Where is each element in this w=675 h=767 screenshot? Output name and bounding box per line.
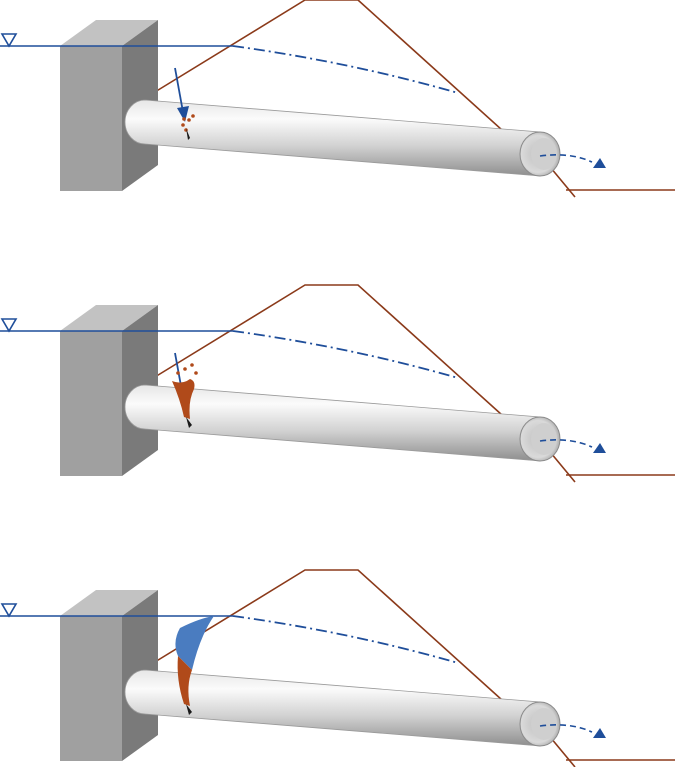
soil-particle xyxy=(190,363,194,367)
pipe-outlet-bore xyxy=(531,708,557,740)
stage-1-initial-leak xyxy=(0,0,675,198)
soil-particle xyxy=(176,371,180,375)
soil-particle xyxy=(181,123,185,127)
pipe-outlet-bore xyxy=(531,423,557,455)
pipe-outlet-bore xyxy=(531,138,557,170)
water-level-icon xyxy=(0,318,18,333)
seepage-exit-flow xyxy=(539,154,593,163)
stage-2-erosion-cavity xyxy=(0,284,675,483)
intake-wall-top xyxy=(60,305,158,331)
embankment-upstream-slope xyxy=(149,569,503,701)
water-level-icon xyxy=(0,33,18,48)
erosion-cavity xyxy=(177,656,192,706)
intake-wall-top xyxy=(60,590,158,616)
soil-particle xyxy=(194,371,198,375)
soil-particle xyxy=(187,118,191,122)
erosion-cavity xyxy=(172,379,195,419)
intake-wall-top xyxy=(60,20,158,46)
outlet-pipe xyxy=(124,384,541,462)
outlet-pipe xyxy=(124,669,541,747)
infiltration-arrowhead xyxy=(177,106,189,122)
embankment-upstream-slope xyxy=(149,284,503,416)
soil-particle xyxy=(191,114,195,118)
seepage-exit-icon xyxy=(593,158,606,168)
stage-3-breach-pipe xyxy=(0,569,675,767)
pipe-joint-crack xyxy=(186,704,192,715)
eroded-water-channel xyxy=(175,616,214,670)
infiltration-arrow xyxy=(174,67,184,113)
seepage-exit-flow xyxy=(539,724,593,733)
outlet-pipe xyxy=(124,99,541,177)
pipe-joint-crack xyxy=(186,128,190,140)
soil-particle xyxy=(183,367,187,371)
seepage-exit-icon xyxy=(593,443,606,453)
phreatic-line xyxy=(232,330,459,379)
intake-wall-front xyxy=(60,331,122,476)
pipe-joint-crack xyxy=(186,417,192,428)
intake-wall-front xyxy=(60,616,122,761)
seepage-exit-icon xyxy=(593,728,606,738)
phreatic-line xyxy=(232,615,459,664)
phreatic-line xyxy=(232,45,459,94)
seepage-exit-flow xyxy=(539,439,593,448)
soil-particle xyxy=(182,117,186,121)
intake-wall-front xyxy=(60,46,122,191)
water-level-icon xyxy=(0,603,18,618)
embankment-upstream-slope xyxy=(149,0,503,131)
